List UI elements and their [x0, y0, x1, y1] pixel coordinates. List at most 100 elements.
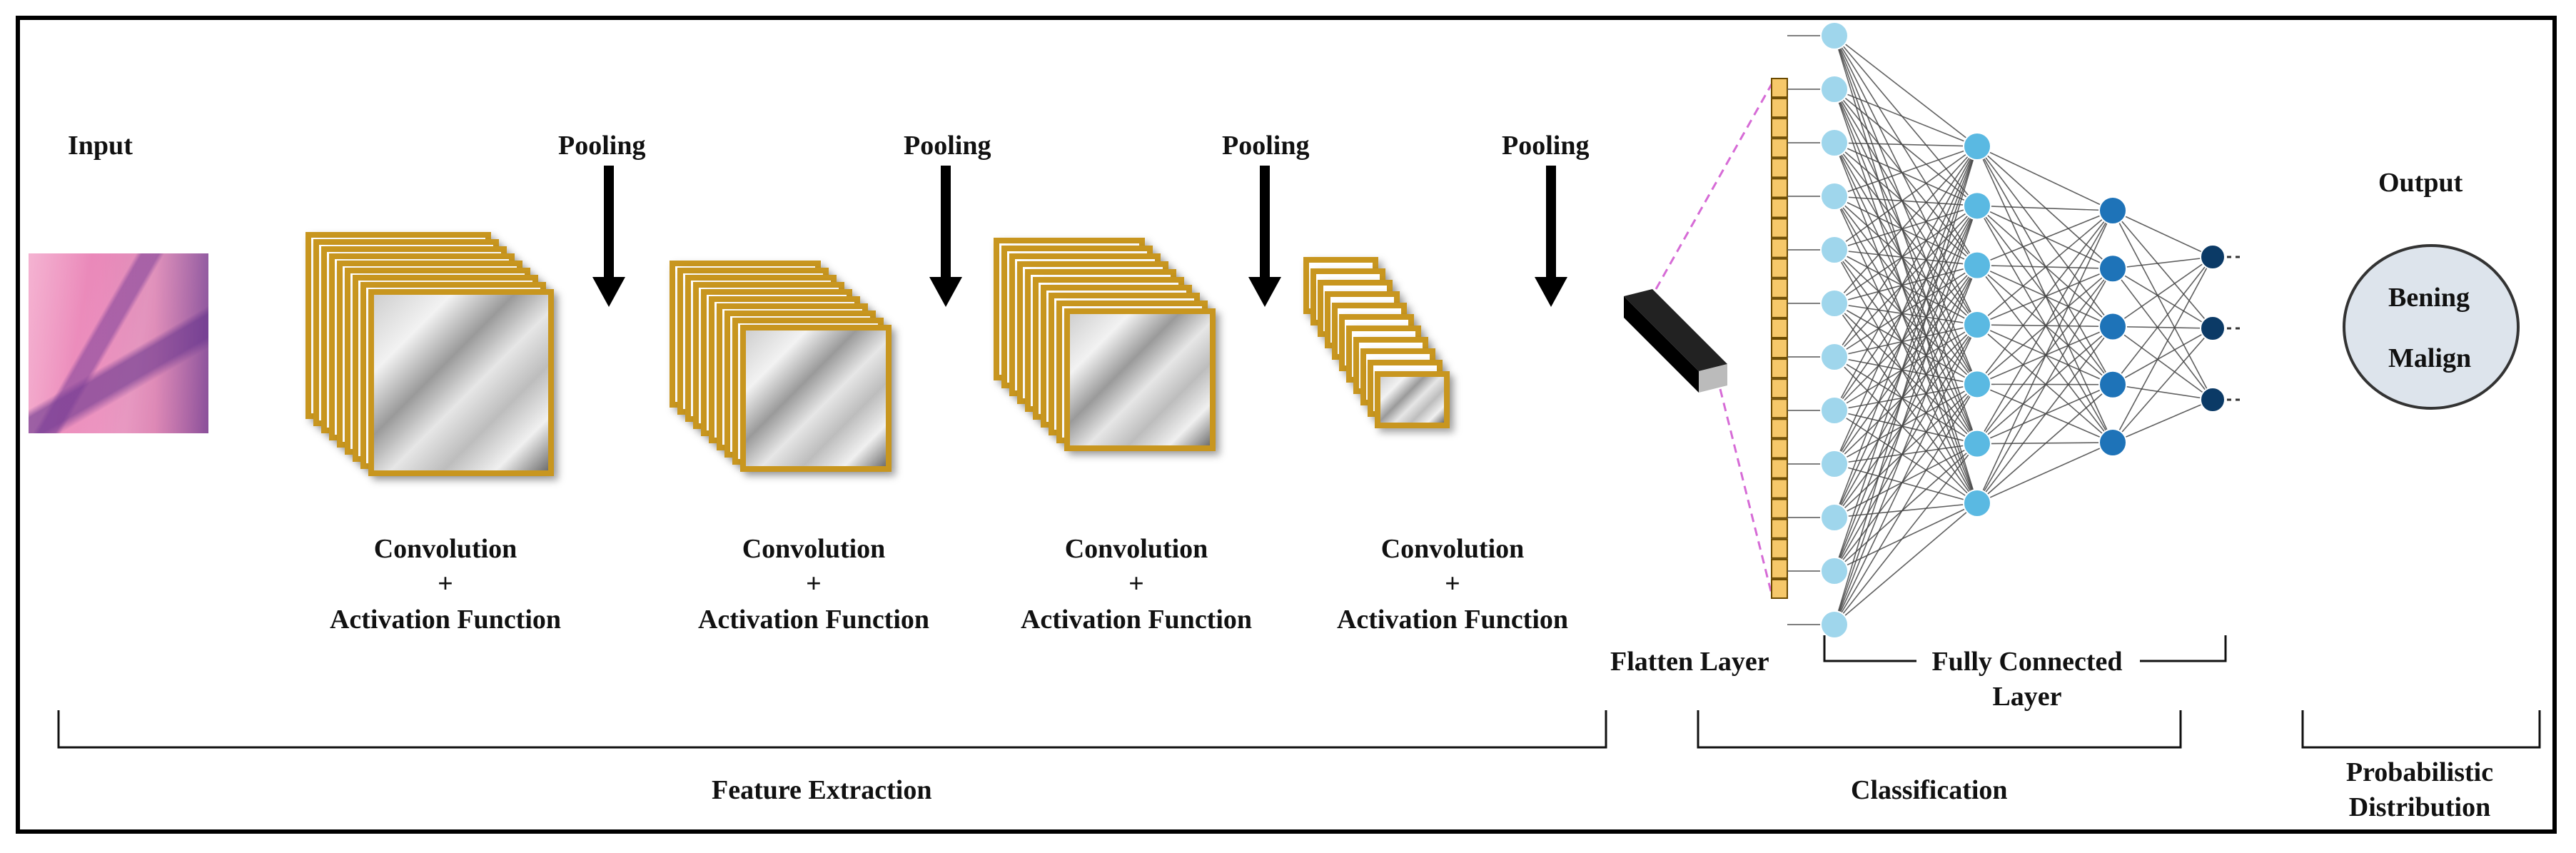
network-connection: [1976, 268, 2113, 504]
network-connection: [1976, 384, 2113, 504]
network-connection: [1834, 206, 1978, 518]
network-node-layer-3: [2098, 254, 2127, 283]
flatten-cell: [1771, 238, 1788, 258]
conv-label-1: Convolution + Activation Function: [317, 532, 574, 637]
flatten-cell: [1771, 98, 1788, 118]
network-connection: [1834, 196, 1978, 207]
network-connection: [1834, 35, 1978, 206]
flatten-cell: [1771, 518, 1788, 539]
network-connection: [1834, 196, 1978, 504]
diagram-border: [16, 16, 2557, 834]
network-connection: [1834, 264, 1978, 358]
conv-label-3: Convolution + Activation Function: [1008, 532, 1265, 637]
network-connection: [1834, 206, 1978, 625]
network-connection: [1834, 383, 1978, 465]
network-connection: [1834, 443, 1978, 518]
flatten-projection-line: [1719, 388, 1773, 595]
network-connection: [1834, 383, 1978, 411]
network-connection: [1834, 324, 1978, 465]
network-connection: [1834, 89, 1978, 206]
network-connection: [1834, 205, 1978, 304]
network-connection: [1834, 303, 1978, 385]
flatten-cell: [1771, 218, 1788, 238]
network-connection: [2112, 256, 2213, 443]
network-connection: [1834, 249, 1978, 445]
network-node-layer-2: [1963, 429, 1991, 458]
fc-line2: Layer: [1992, 682, 2062, 712]
flatten-cell: [1771, 438, 1788, 459]
network-node-layer-3: [2098, 196, 2127, 225]
network-connection: [1834, 205, 1978, 465]
network-connection: [1834, 142, 1978, 266]
conv-4-line1: Convolution: [1380, 534, 1525, 564]
network-connection: [1834, 356, 1978, 445]
network-node-layer-2: [1963, 251, 1991, 280]
feature-map-front: [1064, 308, 1216, 451]
network-connection: [1834, 410, 1978, 504]
feature-map-front: [368, 289, 554, 476]
flatten-cell: [1771, 158, 1788, 178]
conv-3-line3: Activation Function: [1020, 604, 1253, 635]
network-connection: [1834, 196, 1978, 445]
network-node-layer-1: [1820, 343, 1849, 371]
network-connection: [1976, 326, 2113, 504]
network-connection: [1976, 383, 2113, 443]
flatten-block-top: [1624, 289, 1727, 371]
network-connection: [1834, 265, 1978, 411]
network-connection: [2112, 256, 2213, 385]
network-connection: [1834, 142, 1978, 147]
feature-extraction-label: Feature Extraction: [712, 775, 932, 805]
network-connection: [1834, 146, 1978, 572]
network-node-layer-2: [1963, 370, 1991, 399]
network-connection: [1976, 210, 2113, 445]
network-connection: [1834, 503, 1978, 625]
network-connection: [2112, 328, 2213, 443]
pooling-arrow-2: [929, 166, 962, 307]
conv-3-line2: +: [1128, 569, 1144, 600]
output-label: Output: [2378, 168, 2463, 198]
network-node-layer-4: [2200, 316, 2226, 341]
flatten-cell: [1771, 358, 1788, 379]
network-connection: [1976, 210, 2113, 325]
network-node-layer-2: [1963, 489, 1991, 518]
network-connection: [1834, 443, 1978, 465]
network-connection: [1834, 303, 1978, 445]
network-connection: [1834, 146, 1978, 358]
pooling-label-1: Pooling: [558, 131, 646, 161]
network-node-layer-1: [1820, 503, 1849, 532]
network-connection: [1834, 89, 1978, 325]
network-connection: [2112, 325, 2213, 400]
flatten-cell: [1771, 118, 1788, 138]
network-connection: [1834, 324, 1978, 572]
network-connection: [1976, 205, 2113, 211]
network-connection: [1834, 89, 1978, 385]
network-connection: [1976, 265, 2113, 385]
network-node-layer-4: [2200, 244, 2226, 270]
network-node-layer-2: [1963, 132, 1991, 161]
network-node-layer-1: [1820, 75, 1849, 104]
flatten-cell: [1771, 458, 1788, 479]
flatten-cell: [1771, 398, 1788, 419]
network-connection: [1834, 443, 1978, 625]
classification-network: [1624, 21, 2244, 639]
conv-2-line3: Activation Function: [697, 604, 930, 635]
flatten-cell: [1771, 78, 1788, 99]
fully-connected-bracket: [1823, 635, 2227, 662]
network-connection: [1834, 356, 1978, 504]
network-node-layer-1: [1820, 21, 1849, 50]
network-node-layer-3: [2098, 428, 2127, 457]
flatten-cell: [1771, 418, 1788, 439]
flatten-cell: [1771, 578, 1788, 600]
network-connection: [1834, 265, 1978, 625]
network-connection: [1834, 89, 1978, 444]
network-connection: [1834, 249, 1978, 325]
network-node-layer-1: [1820, 610, 1849, 639]
feature-extraction-bracket: [57, 710, 1607, 749]
conv-2-line1: Convolution: [742, 534, 886, 564]
flatten-cell: [1771, 558, 1788, 579]
network-connection: [1976, 264, 2113, 328]
conv-3-line1: Convolution: [1064, 534, 1208, 564]
network-connection: [1834, 146, 1978, 197]
pooling-label-3: Pooling: [1222, 131, 1310, 161]
